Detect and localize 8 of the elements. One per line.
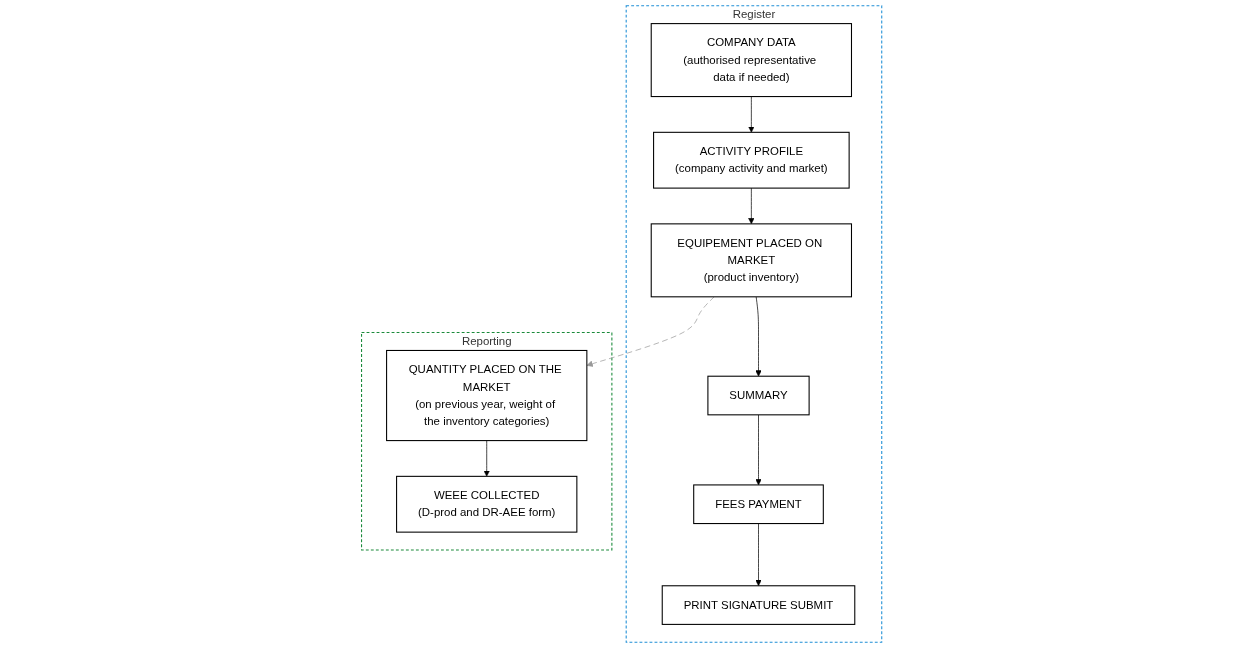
node-box: FEES PAYMENT [693, 484, 825, 525]
node-box: PRINT SIGNATURE SUBMIT [662, 585, 856, 625]
node-box: SUMMARY [707, 375, 810, 416]
node-box: ACTIVITY PROFILE (company activity and market) [653, 131, 850, 189]
node-box: WEEE COLLECTED (D-prod and DR-AEE form) [396, 475, 578, 533]
node-box: EQUIPEMENT PLACED ON MARKET (product inventory) [651, 223, 853, 298]
node-box: COMPANY DATA (authorised representative data if needed) [651, 23, 853, 98]
node-box: QUANTITY PLACED ON THE MARKET (on previous year, weight of the inventory categories) [386, 349, 588, 442]
